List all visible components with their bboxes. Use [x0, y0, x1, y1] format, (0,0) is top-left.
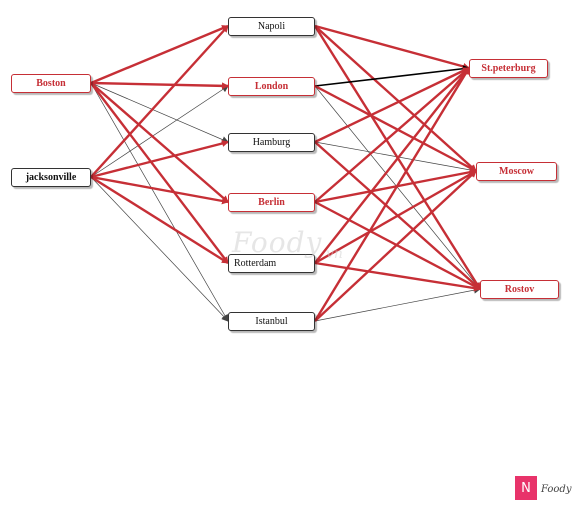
- edge-rotterdam-to-stpeterburg: [314, 67, 470, 264]
- edge-istanbul-to-rostov: [314, 286, 481, 322]
- edge-istanbul-to-stpeterburg: [313, 67, 471, 322]
- foody-logo-icon: N: [515, 476, 537, 500]
- edge-jacksonville-to-hamburg: [90, 140, 229, 179]
- edge-istanbul-to-moscow: [314, 170, 477, 322]
- edge-rotterdam-to-rostov: [314, 261, 481, 292]
- node-stpeterburg[interactable]: St.peterburg: [469, 59, 548, 78]
- node-jacksonville[interactable]: jacksonville: [11, 168, 91, 187]
- node-london[interactable]: London: [228, 77, 315, 96]
- edge-boston-to-hamburg: [90, 82, 229, 143]
- edge-jacksonville-to-istanbul: [90, 176, 229, 322]
- edge-boston-to-napoli: [90, 24, 229, 85]
- node-moscow[interactable]: Moscow: [476, 162, 557, 181]
- node-rotterdam[interactable]: Rotterdam: [228, 254, 315, 273]
- edge-jacksonville-to-napoli: [90, 25, 229, 178]
- node-napoli[interactable]: Napoli: [228, 17, 315, 36]
- edge-jacksonville-to-london: [90, 85, 229, 178]
- edge-jacksonville-to-berlin: [90, 175, 229, 205]
- edge-hamburg-to-stpeterburg: [314, 66, 470, 144]
- node-berlin[interactable]: Berlin: [228, 193, 315, 212]
- edge-berlin-to-stpeterburg: [314, 67, 470, 203]
- edge-boston-to-berlin: [90, 82, 229, 203]
- watermark-foody: Foody: [232, 226, 323, 259]
- edge-london-to-moscow: [314, 84, 477, 173]
- watermark-foody-sub: vn: [326, 246, 343, 262]
- edge-napoli-to-stpeterburg: [314, 24, 470, 70]
- node-rostov[interactable]: Rostov: [480, 280, 559, 299]
- edge-london-to-stpeterburg: [314, 65, 470, 87]
- edge-napoli-to-moscow: [314, 25, 477, 172]
- node-hamburg[interactable]: Hamburg: [228, 133, 315, 152]
- foody-logo-text: Foody: [541, 484, 572, 495]
- edge-boston-to-london: [90, 81, 229, 90]
- node-istanbul[interactable]: Istanbul: [228, 312, 315, 331]
- edge-jacksonville-to-rotterdam: [90, 175, 229, 265]
- edge-boston-to-rotterdam: [90, 82, 229, 264]
- edge-boston-to-istanbul: [90, 82, 229, 322]
- edge-rotterdam-to-moscow: [314, 169, 477, 265]
- node-boston[interactable]: Boston: [11, 74, 91, 93]
